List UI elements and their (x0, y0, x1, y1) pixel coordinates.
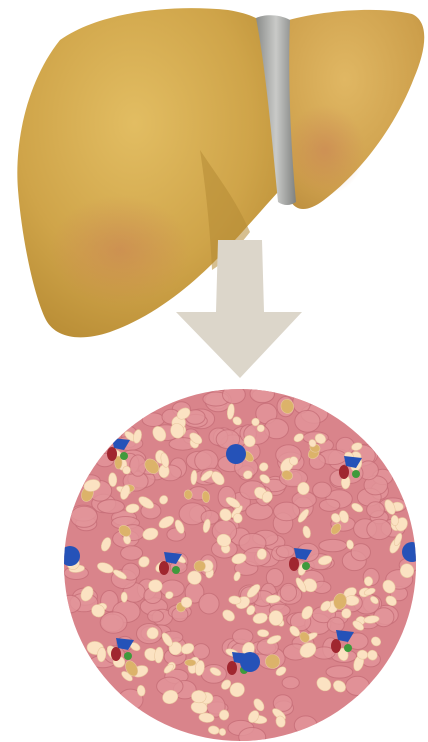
hepatic-artery (111, 647, 121, 661)
hepatocyte-cell (319, 539, 347, 551)
hepatocyte-cell (295, 410, 320, 432)
central-vein (240, 652, 260, 672)
ochre-cell (185, 659, 196, 666)
bile-duct (172, 566, 180, 574)
hepatic-artery (331, 639, 341, 653)
ochre-cell (194, 561, 205, 572)
hepatocyte-cell (327, 617, 344, 632)
fat-droplet (297, 482, 309, 495)
hepatocyte-cell (367, 519, 392, 539)
hepatic-artery (159, 561, 169, 575)
liver-tissue-circle (59, 385, 422, 742)
hepatocyte-cell (239, 728, 266, 742)
bile-duct (302, 562, 310, 570)
hepatocyte-cell (276, 545, 294, 557)
central-vein (402, 542, 422, 562)
hepatocyte-cell (319, 499, 339, 511)
hepatocyte-cell (243, 547, 270, 566)
hepatocyte-cell (148, 610, 164, 622)
hepatocyte-cell (130, 455, 146, 476)
hepatocyte-cell (233, 629, 253, 644)
hepatocyte-cell (246, 503, 273, 520)
hepatocyte-cell (199, 593, 219, 614)
hepatocyte-cell (280, 583, 296, 601)
bile-duct (352, 470, 360, 478)
hepatic-artery (339, 465, 349, 479)
hepatic-artery (289, 557, 299, 571)
bile-duct (120, 452, 128, 460)
hepatic-artery (107, 447, 117, 461)
hepatocyte-cell (294, 716, 317, 735)
central-vein (60, 546, 80, 566)
hepatocyte-cell (121, 546, 143, 560)
hepatocyte-cell (274, 502, 300, 521)
hepatocyte-cell (367, 502, 385, 518)
hepatocyte-cell (71, 506, 98, 527)
liver-left-blush (50, 195, 190, 305)
hepatocyte-cell (59, 595, 80, 613)
hepatocyte-cell (98, 500, 125, 514)
central-vein (226, 444, 246, 464)
bile-duct (124, 652, 132, 660)
fat-droplet (121, 592, 127, 602)
hepatocyte-cell (250, 385, 275, 403)
hepatocyte-cell (346, 676, 370, 695)
hepatocyte-cell (351, 544, 370, 561)
hepatocyte-cell (326, 666, 353, 678)
ochre-cell (265, 654, 280, 668)
hepatocyte-cell (142, 413, 164, 427)
liver-right-blush (285, 105, 365, 195)
hepatic-artery (227, 661, 237, 675)
hepatocyte-cell (100, 612, 127, 633)
bile-duct (344, 644, 352, 652)
hepatocyte-cell (282, 677, 299, 689)
hepatocyte-cell (223, 386, 246, 404)
